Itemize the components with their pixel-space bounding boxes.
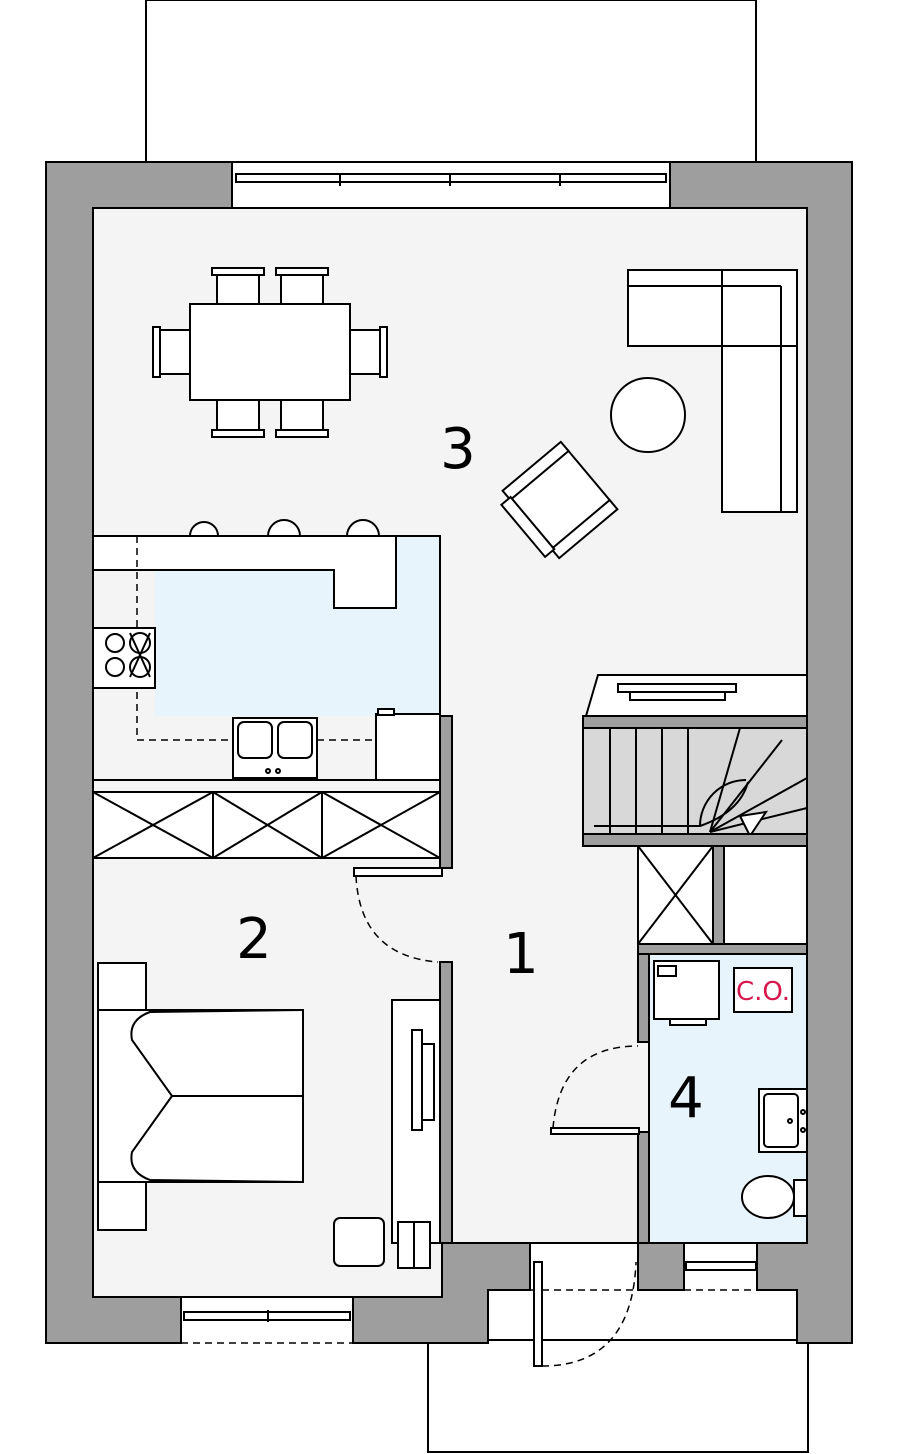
boiler-label: C.O. <box>736 977 790 1007</box>
staircase <box>582 715 808 847</box>
top-window <box>232 161 670 209</box>
entrance-door <box>530 1242 638 1367</box>
bathroom-window <box>684 1242 757 1291</box>
corner-sofa <box>627 269 798 513</box>
bathroom-fixtures: C.O. <box>653 960 808 1219</box>
bottom-window-left <box>181 1296 353 1344</box>
bottom-porch <box>427 1339 809 1453</box>
top-terrace <box>145 0 757 163</box>
boiler-label-box <box>733 967 793 1013</box>
room-label-4: 4 <box>668 1066 704 1131</box>
coffee-table <box>610 377 686 453</box>
storage-closet <box>637 845 808 945</box>
armchair <box>499 440 619 560</box>
bedroom-door <box>353 867 443 963</box>
dining-set <box>152 267 388 438</box>
room-label-1: 1 <box>503 922 539 987</box>
wardrobe <box>92 791 441 859</box>
double-bed <box>97 962 304 1231</box>
room-label-2: 2 <box>236 907 272 972</box>
room-label-3: 3 <box>440 417 476 482</box>
kitchen <box>92 519 441 781</box>
tv-unit <box>584 674 808 717</box>
desk-area <box>333 999 441 1269</box>
bathroom-door <box>550 1045 640 1135</box>
